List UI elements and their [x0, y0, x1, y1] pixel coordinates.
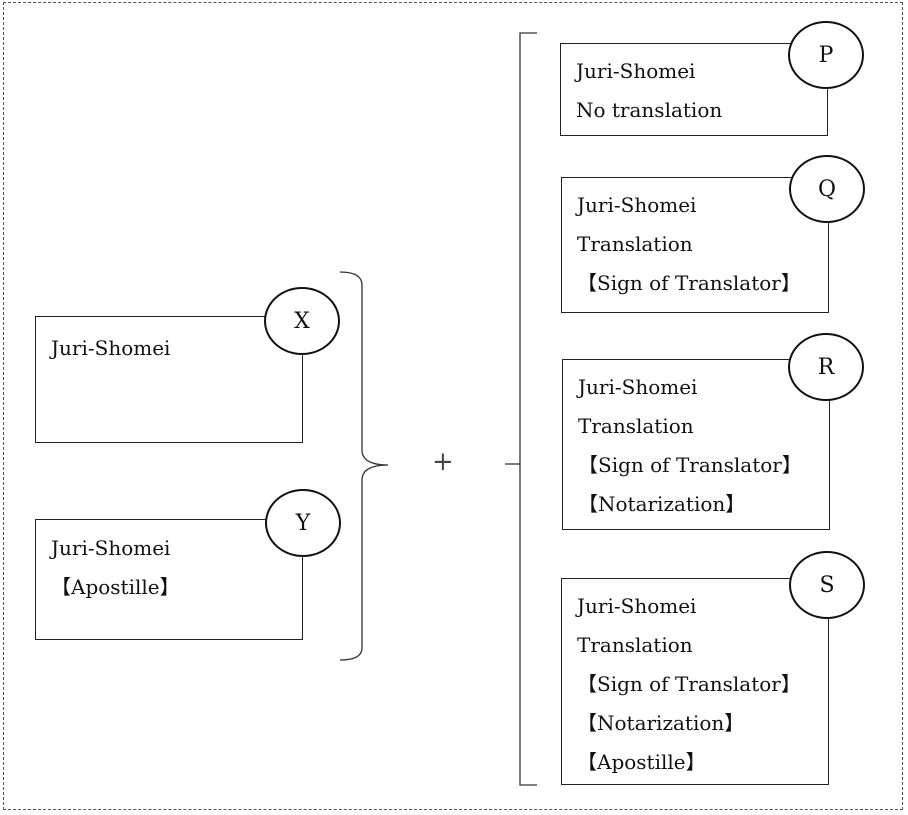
box-p: Juri-Shomei No translation: [560, 43, 828, 136]
box-p-line-2: No translation: [576, 98, 723, 122]
label-y-circle: Y: [265, 489, 341, 557]
box-r: Juri-Shomei Translation 【Sign of Transla…: [562, 359, 830, 530]
box-q-line-1: Juri-Shomei: [577, 193, 697, 217]
box-r-line-1: Juri-Shomei: [578, 375, 698, 399]
label-r-circle: R: [788, 333, 864, 401]
box-p-line-1: Juri-Shomei: [576, 59, 696, 83]
square-bracket: [519, 32, 537, 786]
box-s-line-1: Juri-Shomei: [577, 594, 697, 618]
box-s-line-3: 【Sign of Translator】: [577, 672, 801, 696]
box-x-line-1: Juri-Shomei: [51, 336, 171, 360]
box-y: Juri-Shomei 【Apostille】: [35, 519, 303, 640]
label-x-circle: X: [264, 287, 340, 355]
box-r-line-3: 【Sign of Translator】: [578, 453, 802, 477]
box-y-line-2: 【Apostille】: [51, 575, 180, 599]
box-q: Juri-Shomei Translation 【Sign of Transla…: [561, 177, 829, 313]
box-r-line-2: Translation: [578, 414, 694, 438]
box-s-line-5: 【Apostille】: [577, 750, 706, 774]
label-s-circle: S: [789, 551, 865, 619]
plus-operator: +: [432, 447, 454, 477]
box-q-line-2: Translation: [577, 232, 693, 256]
box-r-line-4: 【Notarization】: [578, 492, 746, 516]
box-q-line-3: 【Sign of Translator】: [577, 271, 801, 295]
box-s-line-4: 【Notarization】: [577, 711, 745, 735]
box-s: Juri-Shomei Translation 【Sign of Transla…: [561, 578, 829, 785]
label-q-circle: Q: [789, 155, 865, 223]
curly-brace: [339, 271, 389, 661]
dashed-frame: [3, 2, 903, 810]
box-y-line-1: Juri-Shomei: [51, 536, 171, 560]
label-p-circle: P: [788, 21, 864, 89]
box-s-line-2: Translation: [577, 633, 693, 657]
box-x: Juri-Shomei: [35, 316, 303, 443]
